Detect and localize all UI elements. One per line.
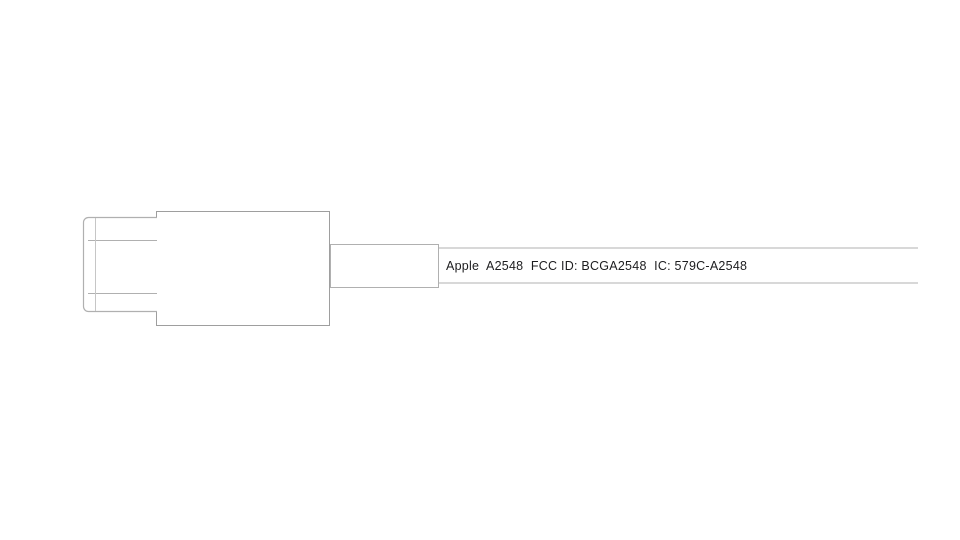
connector-housing bbox=[155, 210, 331, 327]
regulatory-marking-text: Apple A2548 FCC ID: BCGA2548 IC: 579C-A2… bbox=[446, 259, 748, 273]
housing-outline bbox=[155, 210, 331, 327]
plug-tip-outline bbox=[82, 216, 157, 313]
usb-c-plug-tip bbox=[82, 216, 157, 313]
cable-body bbox=[439, 247, 918, 284]
strain-relief-outline bbox=[329, 243, 440, 289]
strain-relief-boot bbox=[329, 243, 440, 289]
